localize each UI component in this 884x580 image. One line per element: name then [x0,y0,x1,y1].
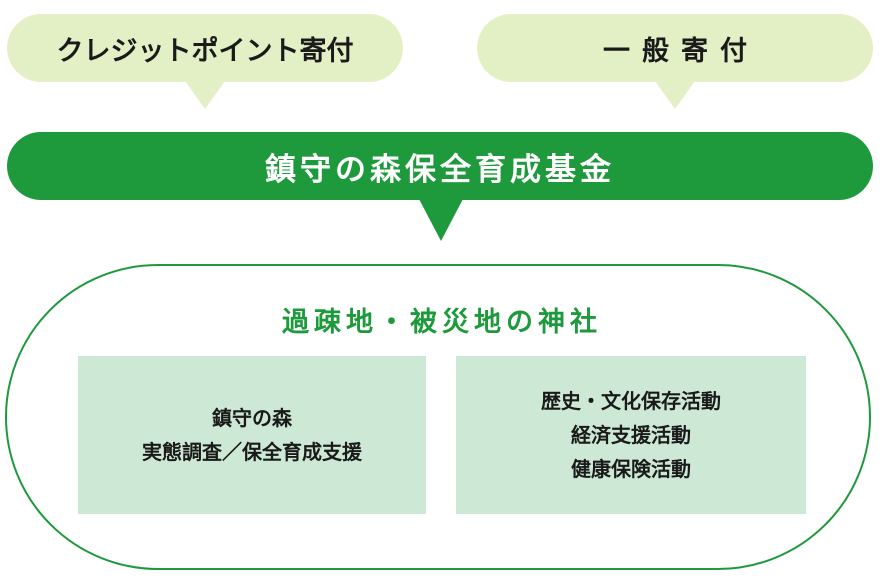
activities-line-1: 歴史・文化保存活動 [541,389,721,413]
general-donation-label: 一般寄付 [603,35,759,67]
activities-line-2: 経済支援活動 [571,423,691,447]
credit-point-donation-label: クレジットポイント寄付 [56,35,354,67]
activities-line-3: 健康保険活動 [571,457,691,481]
beneficiary-title: 過疎地・被災地の神社 [282,307,602,338]
fund-arrow [419,199,463,241]
fund-bar: 鎮守の森保全育成基金 [7,132,873,200]
general-donation-bubble: 一般寄付 [477,14,873,82]
fund-name: 鎮守の森保全育成基金 [265,151,615,188]
forest-support-line-1: 鎮守の森 [212,406,292,430]
forest-support-box: 鎮守の森 実態調査／保全育成支援 [78,356,426,514]
credit-point-donation-bubble: クレジットポイント寄付 [7,14,403,82]
forest-support-line-2: 実態調査／保全育成支援 [142,440,362,464]
general-donation-pointer [655,81,695,109]
credit-point-donation-pointer [185,81,225,109]
activities-box: 歴史・文化保存活動 経済支援活動 健康保険活動 [456,356,806,514]
